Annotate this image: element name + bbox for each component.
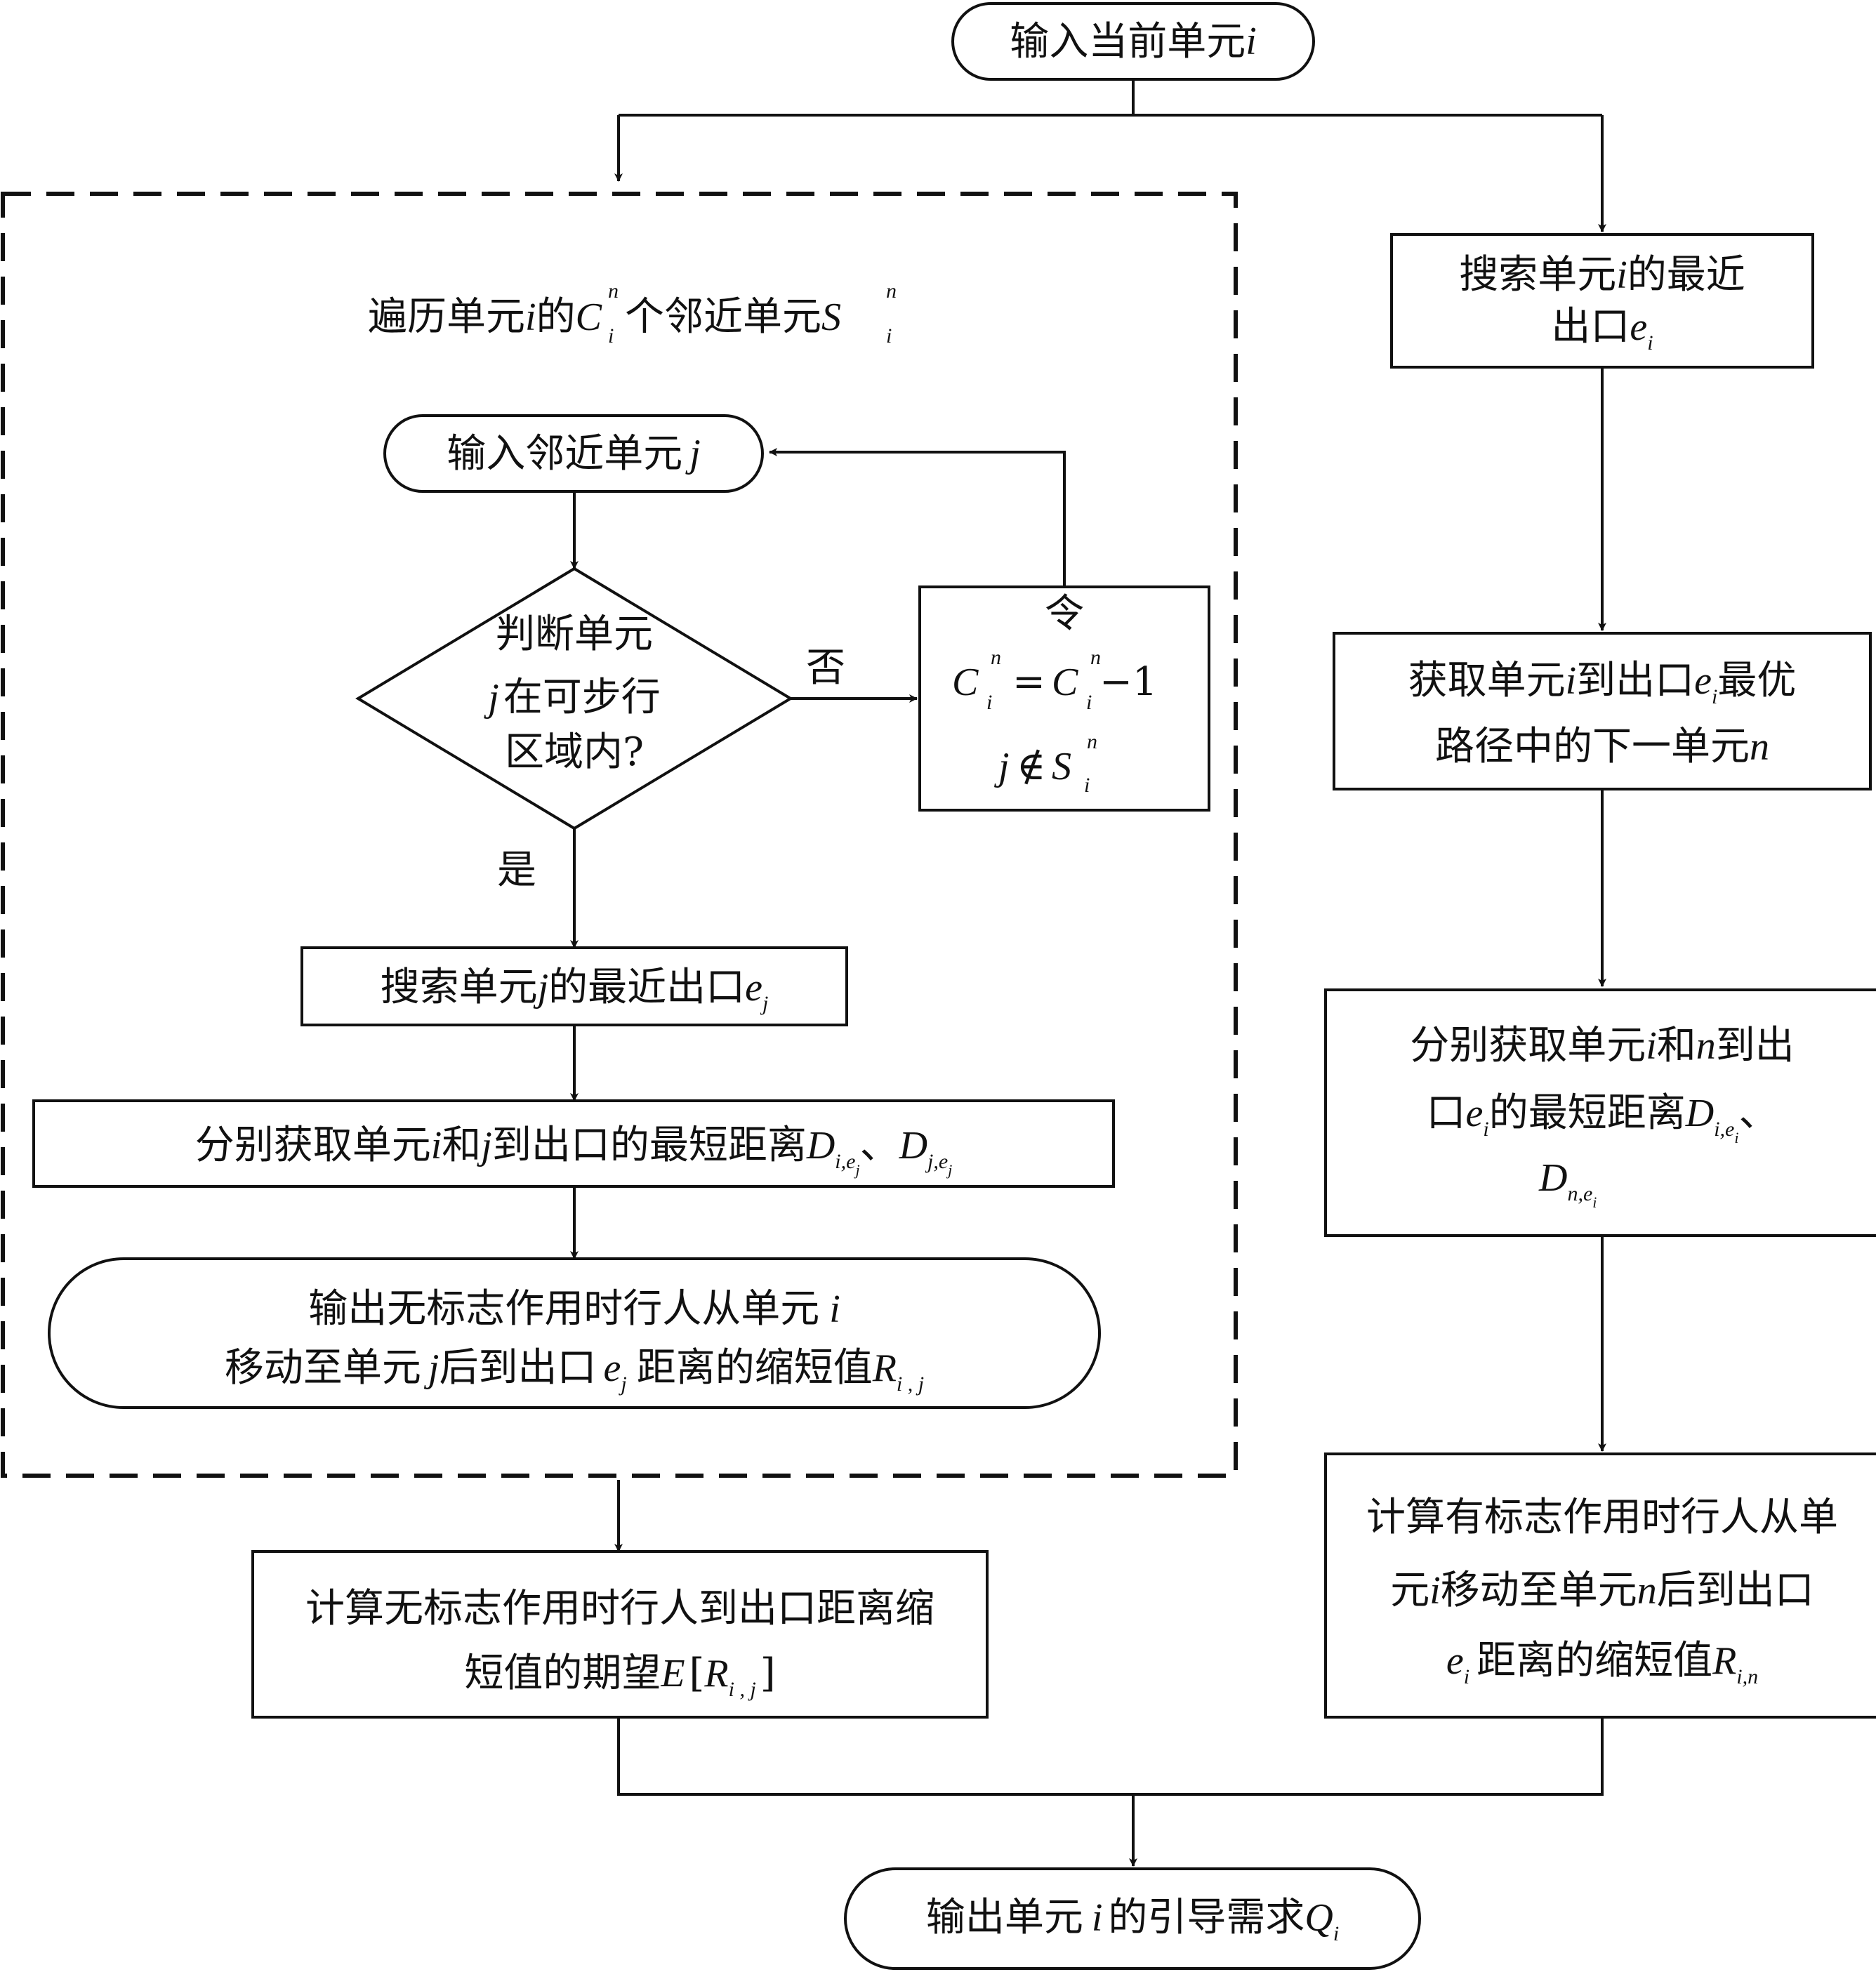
edge-label-yes: 是 [497, 847, 536, 893]
svg-text:−1: −1 [1099, 659, 1158, 705]
svg-text:计算有标志作用时行人从单: 计算有标志作用时行人从单 [1366, 1495, 1838, 1540]
search-exit-j: 搜索单元j的最近出口ej [300, 946, 848, 1026]
decrement-box: 令 C n i = C n i −1 j ∉ S n i [918, 585, 1210, 812]
svg-text:口ei的最短距离Di,ei、: 口ei的最短距离Di,ei、 [1427, 1090, 1778, 1146]
start-node: 输入当前单元i [951, 2, 1315, 81]
svg-text:遍历单元i的C: 遍历单元i的C [368, 294, 602, 340]
svg-text:元i移动至单元n后到出口: 元i移动至单元n后到出口 [1390, 1568, 1814, 1613]
svg-text:C: C [952, 661, 979, 704]
svg-text:判断单元: 判断单元 [496, 611, 653, 657]
distance-ij: 分别获取单元i和j到出口的最短距离Di,ej、Dj,ej [32, 1099, 1115, 1188]
svg-text:计算无标志作用时行人到出口距离缩: 计算无标志作用时行人到出口距离缩 [305, 1586, 934, 1632]
svg-text:j: j [994, 745, 1010, 788]
svg-text:∉: ∉ [1017, 743, 1045, 789]
svg-text:分别获取单元i和n到出: 分别获取单元i和n到出 [1410, 1023, 1795, 1068]
svg-text:i: i [608, 324, 614, 348]
expectation-box: 计算无标志作用时行人到出口距离缩 短值的期望E[Ri , j] [251, 1550, 989, 1719]
svg-text:输入当前单元i: 输入当前单元i [1010, 19, 1257, 65]
svg-text:n: n [1087, 730, 1097, 753]
svg-text:令: 令 [1045, 591, 1084, 637]
svg-text:n: n [886, 279, 897, 303]
svg-text:i: i [1084, 774, 1090, 797]
svg-text:n: n [991, 646, 1001, 669]
svg-text:个邻近单元S: 个邻近单元S [625, 294, 841, 340]
svg-text:搜索单元i的最近: 搜索单元i的最近 [1459, 252, 1745, 298]
svg-text:短值的期望E[Ri , j]: 短值的期望E[Ri , j] [464, 1650, 775, 1701]
svg-text:i: i [986, 691, 992, 714]
edge-label-no: 否 [806, 645, 845, 691]
connectors [570, 79, 1606, 1867]
svg-text:区域内?: 区域内? [505, 729, 644, 775]
svg-text:n: n [608, 279, 619, 303]
svg-text:i: i [886, 324, 892, 348]
svg-text:i: i [1086, 691, 1092, 714]
svg-text:C: C [1052, 661, 1078, 704]
svg-text:获取单元i到出口ei最优: 获取单元i到出口ei最优 [1408, 658, 1797, 708]
svg-text:S: S [1052, 745, 1071, 788]
search-exit-i: 搜索单元i的最近 出口ei [1390, 233, 1814, 369]
next-unit-n: 获取单元i到出口ei最优 路径中的下一单元n [1333, 632, 1872, 790]
svg-text:n: n [1090, 646, 1101, 669]
svg-text:路径中的下一单元n: 路径中的下一单元n [1435, 724, 1769, 769]
svg-text:=: = [1012, 659, 1045, 705]
distance-in: 分别获取单元i和n到出 口ei的最短距离Di,ei、 Dn,ei [1324, 988, 1876, 1237]
svg-text:分别获取单元i和j到出口的最短距离Di,ej、Dj,ej: 分别获取单元i和j到出口的最短距离Di,ej、Dj,ej [195, 1123, 953, 1179]
svg-text:搜索单元j的最近出口ej: 搜索单元j的最近出口ej [381, 965, 769, 1015]
traversal-region [1, 192, 1238, 1478]
svg-text:出口ei: 出口ei [1551, 304, 1653, 355]
traversal-title: 遍历单元i的C n i 个邻近单元S n i [368, 279, 897, 348]
svg-text:Dn,ei: Dn,ei [1538, 1156, 1597, 1211]
